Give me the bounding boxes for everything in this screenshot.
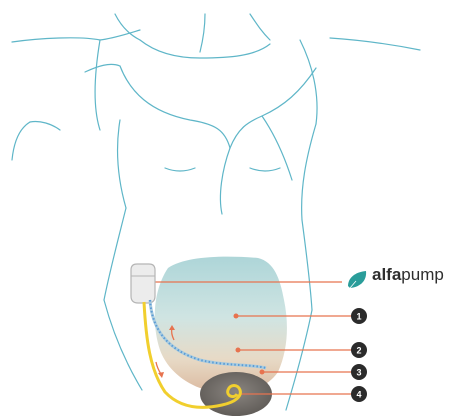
svg-text:1: 1 bbox=[356, 312, 361, 322]
marker-3: 3 bbox=[351, 364, 367, 380]
marker-1: 1 bbox=[351, 308, 367, 324]
logo-text-alfa: alfa bbox=[372, 265, 401, 284]
logo-text-pump: pump bbox=[401, 265, 444, 284]
alfapump-logo: alfapump bbox=[372, 266, 444, 284]
leaf-drop-icon bbox=[348, 271, 366, 288]
pump-device bbox=[131, 264, 155, 303]
peritoneal-fluid bbox=[155, 257, 287, 394]
svg-text:3: 3 bbox=[356, 368, 361, 378]
svg-text:2: 2 bbox=[356, 346, 361, 356]
marker-4: 4 bbox=[351, 386, 367, 402]
svg-text:4: 4 bbox=[356, 390, 361, 400]
marker-2: 2 bbox=[351, 342, 367, 358]
